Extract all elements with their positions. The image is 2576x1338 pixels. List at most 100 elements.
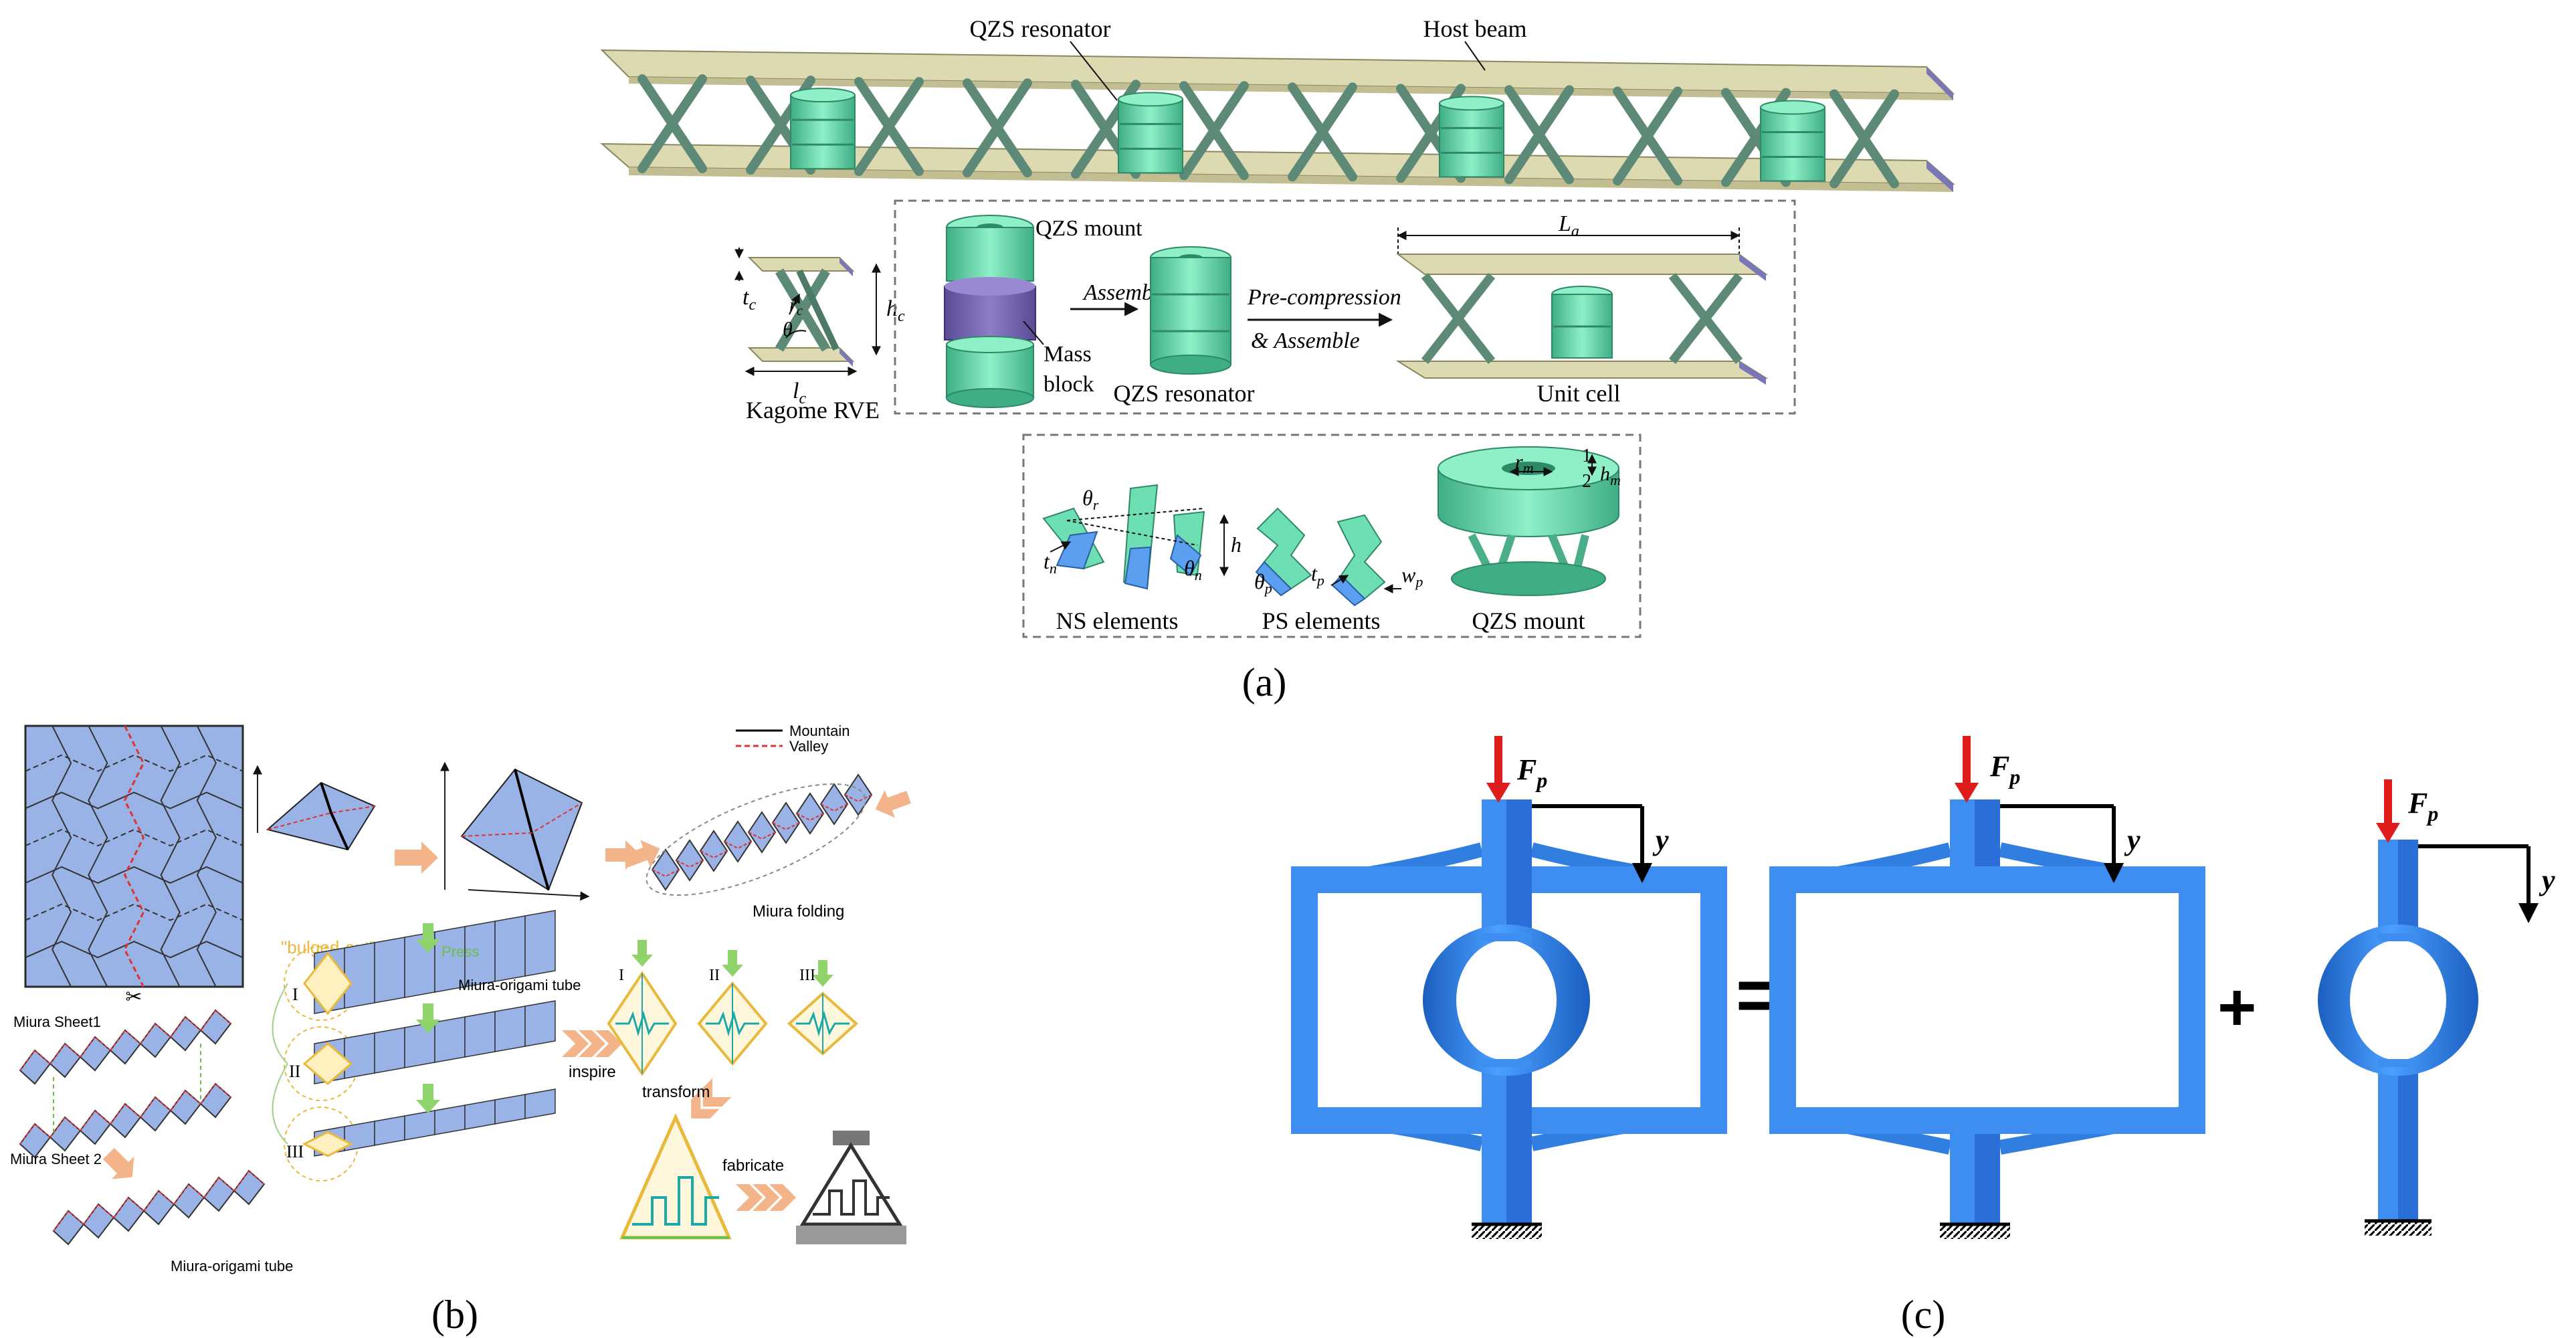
stage-II: II xyxy=(289,1062,300,1081)
spring-diamonds xyxy=(607,940,858,1076)
unit-cell xyxy=(1395,227,1769,385)
diamond-I: I xyxy=(619,967,624,984)
diamond-press-head xyxy=(722,965,743,977)
miura-sheet1-label: Miura Sheet1 xyxy=(13,1014,101,1030)
crease-row xyxy=(25,903,243,921)
stage-I: I xyxy=(292,985,298,1004)
diamond-spring xyxy=(615,1010,669,1037)
fold-cell xyxy=(675,839,704,882)
miura-sheet2-label: Miura Sheet 2 xyxy=(10,1151,102,1167)
miura-tube-bottom-label: Miura-origami tube xyxy=(171,1258,293,1274)
sheet-crease xyxy=(140,1096,171,1118)
kagome-strut xyxy=(1613,86,1682,186)
ps-elements-label: PS elements xyxy=(1262,607,1381,634)
sheet-cell xyxy=(109,1029,142,1065)
diamond-press-head xyxy=(631,955,653,967)
elements-box xyxy=(1022,434,1642,638)
crease-row xyxy=(25,866,243,884)
qzs-resonator-label-2: QZS resonator xyxy=(1114,380,1255,407)
sheet-cell xyxy=(173,1183,205,1219)
sheet-crease xyxy=(19,1123,51,1145)
qzs-resonator-top xyxy=(1760,100,1825,115)
fold-arrow xyxy=(624,840,660,868)
miura-folding-label: Miura folding xyxy=(753,902,844,921)
tube-segment xyxy=(464,1011,496,1058)
inspire-chevrons xyxy=(562,1030,622,1057)
sheet-cell xyxy=(19,1049,52,1085)
mass-block-leader xyxy=(1023,320,1044,345)
crease-row xyxy=(25,791,243,809)
kagome-strut xyxy=(1288,82,1357,182)
kagome-l-c: lc xyxy=(793,379,806,407)
tube-end xyxy=(302,1131,354,1157)
tube-segment xyxy=(524,910,556,977)
tube-segment xyxy=(524,1088,556,1119)
sheet-crease xyxy=(143,1189,175,1212)
caption-b: (b) xyxy=(431,1293,478,1337)
sheet-crease xyxy=(170,1016,201,1038)
tube-segment xyxy=(344,1121,375,1151)
force-label-3: Fp xyxy=(2407,787,2438,826)
qzs-resonator-top xyxy=(790,88,856,103)
sheet-cell xyxy=(49,1042,82,1078)
kagome-theta: θ xyxy=(783,318,793,341)
tube-segment xyxy=(374,1027,405,1074)
sheet-crease xyxy=(80,1036,111,1058)
sheet-cell xyxy=(49,1116,82,1152)
combined-model xyxy=(1291,736,1727,1239)
tube-segment xyxy=(464,1099,496,1130)
press-arrow xyxy=(423,923,433,939)
crease-column xyxy=(52,725,72,987)
legend-mountain: Mountain xyxy=(789,723,850,739)
sheet-cell xyxy=(199,1009,232,1045)
crease-row xyxy=(25,754,243,772)
fold-cell xyxy=(699,830,728,872)
miura-folding-strip xyxy=(624,773,911,896)
sheet-cell xyxy=(142,1189,175,1226)
kagome-rve xyxy=(734,248,881,376)
tube-segment xyxy=(494,1006,526,1052)
caption-c: (c) xyxy=(1901,1293,1946,1337)
mount-label: QZS mount xyxy=(1472,607,1585,634)
sheet-crease xyxy=(140,1022,171,1044)
crease-pattern xyxy=(25,725,243,987)
diamond-press xyxy=(637,940,647,955)
force-label-2: Fp xyxy=(1989,750,2020,789)
crease-row xyxy=(25,829,243,847)
mount-r-m: rm xyxy=(1515,451,1534,476)
panel-c: Fp y = Fp y + xyxy=(1291,736,2555,1337)
transformed-pyramid xyxy=(619,1113,732,1240)
sheet-cell xyxy=(169,1089,202,1125)
sheet-crease xyxy=(203,1176,235,1198)
tube-segment xyxy=(344,942,375,1009)
qzs-resonator xyxy=(1439,102,1504,178)
tube-segment xyxy=(374,1115,405,1146)
tube-segment xyxy=(494,1094,526,1125)
sheet-cell xyxy=(109,1103,142,1139)
legend xyxy=(736,729,783,747)
ps-t-p: tp xyxy=(1311,561,1324,589)
mount-two: 2 xyxy=(1582,471,1591,492)
precompression-label-1: Pre-compression xyxy=(1247,285,1401,310)
kagome-rve-label: Kagome RVE xyxy=(746,397,880,423)
force-label-1: Fp xyxy=(1516,753,1547,792)
scissors-icon: ✂ xyxy=(125,986,142,1008)
fold-arrow xyxy=(875,790,911,818)
ps-w-p: wp xyxy=(1401,563,1423,590)
qzs-resonator-label: QZS resonator xyxy=(970,15,1111,42)
miura-unit-cell xyxy=(253,765,376,851)
diamond-spring xyxy=(796,1010,850,1037)
unit-cell-label: Unit cell xyxy=(1537,380,1621,407)
fold-cell xyxy=(844,773,873,816)
tube-segment xyxy=(434,1016,466,1063)
fold-cell xyxy=(747,811,777,854)
qzs-mount-label: QZS mount xyxy=(1035,216,1143,241)
mount-one: 1 xyxy=(1582,446,1591,466)
sheet-cell xyxy=(79,1109,112,1145)
fold-cell xyxy=(771,801,801,844)
qzs-resonator-exploded xyxy=(944,215,1036,408)
press-arrow xyxy=(423,1084,433,1100)
mount-h-m: hm xyxy=(1600,463,1621,488)
tube-segment xyxy=(344,1032,375,1079)
